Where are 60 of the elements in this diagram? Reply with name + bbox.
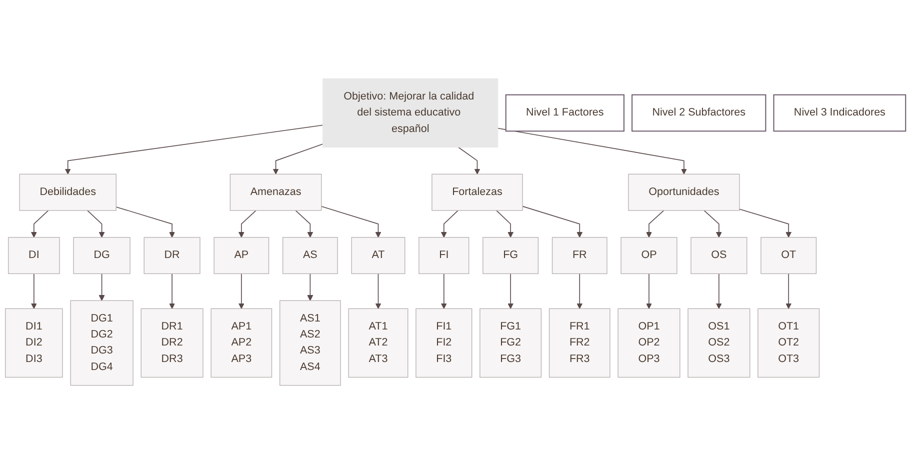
node-box: FI — [418, 237, 470, 274]
node-box: DG — [73, 237, 130, 274]
arrow — [739, 208, 792, 238]
arrow — [646, 273, 652, 309]
node-box: FG — [482, 237, 539, 274]
node-box: AT — [351, 237, 406, 274]
arrow — [30, 273, 37, 309]
node-box: OS1 OS2 OS3 — [688, 308, 750, 378]
arrow — [86, 210, 105, 238]
node-box: FI1 FI2 FI3 — [416, 308, 472, 378]
node-box: Debilidades — [19, 174, 116, 211]
node-box: Nivel 1 Factores — [505, 94, 624, 132]
node-box: Nivel 3 Indicadores — [773, 94, 906, 132]
arrow — [497, 128, 687, 174]
node-box: FR1 FR2 FR3 — [548, 308, 610, 378]
node-box: DR1 DR2 DR3 — [140, 308, 204, 378]
arrow — [646, 210, 664, 238]
arrow — [272, 144, 324, 174]
node-box: OT1 OT2 OT3 — [758, 308, 820, 378]
node-box: AS — [282, 237, 338, 274]
node-box: Oportunidades — [628, 174, 740, 211]
arrow — [440, 210, 458, 238]
node-box: AT1 AT2 AT3 — [348, 308, 408, 378]
arrow — [64, 124, 324, 174]
node-box: Objetivo: Mejorar la calidad del sistema educativo español — [322, 78, 498, 148]
arrow — [307, 273, 314, 301]
node-box: DI — [8, 237, 60, 274]
node-box: FR — [552, 237, 608, 274]
node-box: AS1 AS2 AS3 AS4 — [279, 300, 341, 386]
arrow — [238, 273, 244, 309]
arrow — [576, 273, 583, 309]
node-box: OS — [690, 237, 748, 274]
node-box: DG1 DG2 DG3 DG4 — [70, 300, 134, 386]
arrow — [716, 273, 722, 309]
arrow — [704, 210, 722, 238]
node-box: DI1 DI2 DI3 — [5, 308, 63, 378]
arrow — [320, 206, 382, 238]
node-box: FG1 FG2 FG3 — [480, 308, 542, 378]
node-box: OP1 OP2 OP3 — [618, 308, 680, 378]
arrow — [116, 206, 175, 238]
arrow — [508, 273, 514, 309]
node-box: OT — [760, 237, 817, 274]
arrow — [458, 146, 480, 174]
arrow — [786, 273, 792, 309]
node-box: Fortalezas — [432, 174, 523, 211]
arrow — [440, 273, 447, 309]
arrow — [169, 273, 175, 309]
node-box: DR — [144, 237, 200, 274]
arrow — [98, 273, 105, 301]
arrow — [522, 206, 583, 238]
arrow — [295, 210, 314, 238]
arrow — [30, 210, 49, 238]
node-box: Amenazas — [230, 174, 322, 211]
arrow — [375, 273, 382, 309]
node-box: AP1 AP2 AP3 — [210, 308, 272, 378]
node-box: OP — [620, 237, 678, 274]
arrow — [238, 210, 256, 238]
node-box: Nivel 2 Subfactores — [632, 94, 766, 132]
node-box: AP — [214, 237, 270, 274]
arrow — [496, 210, 514, 238]
